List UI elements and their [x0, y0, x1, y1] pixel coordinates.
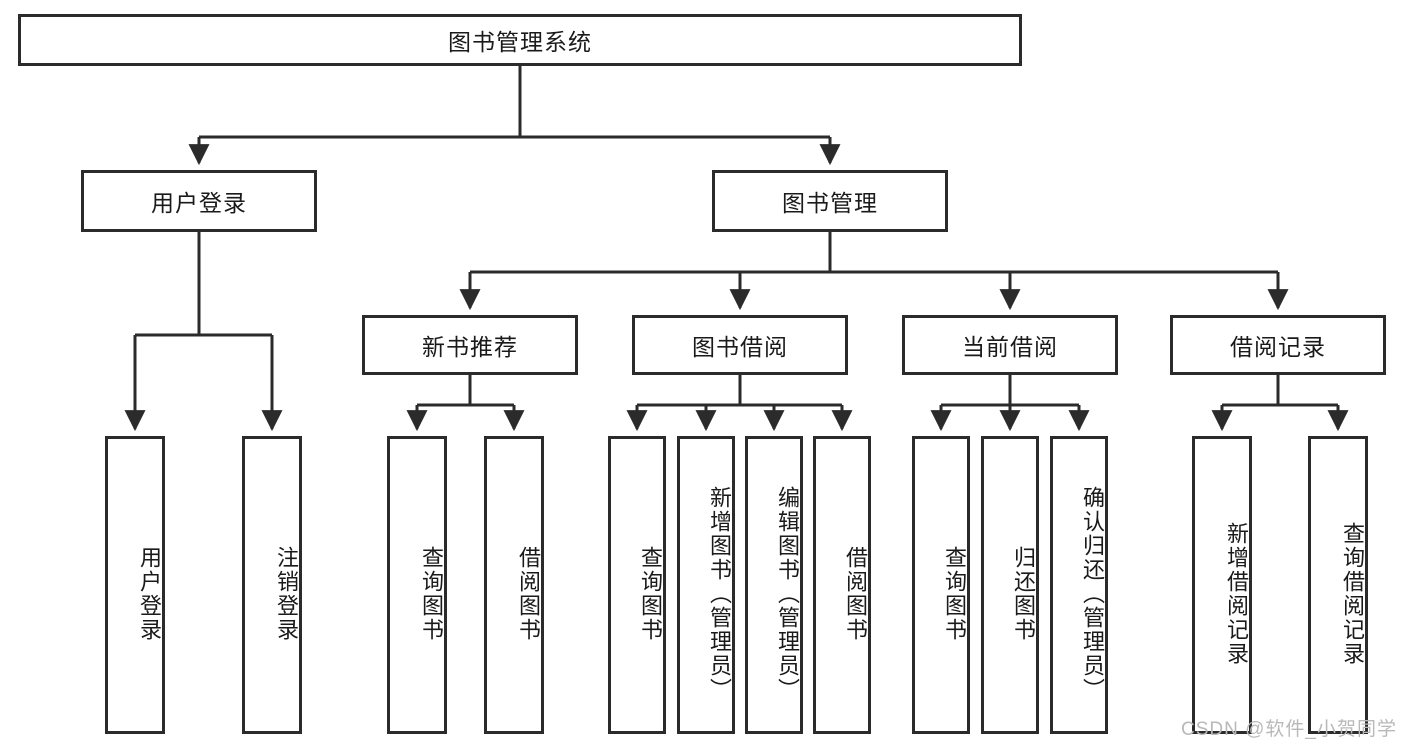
node-leaf-query-book-3[interactable]: 查询图书 [912, 436, 970, 734]
node-borrow-record[interactable]: 借阅记录 [1170, 315, 1386, 375]
node-current-borrow[interactable]: 当前借阅 [902, 315, 1118, 375]
watermark: CSDN @软件_小贺同学 [1181, 719, 1397, 740]
node-book-borrow[interactable]: 图书借阅 [632, 315, 848, 375]
node-new-book-rec[interactable]: 新书推荐 [362, 315, 578, 375]
node-leaf-return-book[interactable]: 归还图书 [981, 436, 1039, 734]
node-leaf-logout[interactable]: 注销登录 [242, 436, 302, 734]
node-user-login[interactable]: 用户登录 [81, 170, 317, 232]
node-leaf-add-book[interactable]: 新增图书（管理员） [677, 436, 735, 734]
node-book-admin[interactable]: 图书管理 [712, 170, 948, 232]
node-leaf-borrow-book-1[interactable]: 借阅图书 [484, 436, 544, 734]
node-leaf-query-book-1[interactable]: 查询图书 [387, 436, 447, 734]
node-leaf-edit-book[interactable]: 编辑图书（管理员） [745, 436, 803, 734]
node-leaf-query-record[interactable]: 查询借阅记录 [1308, 436, 1368, 734]
node-leaf-query-book-2[interactable]: 查询图书 [608, 436, 666, 734]
node-root[interactable]: 图书管理系统 [18, 14, 1022, 66]
node-leaf-user-login[interactable]: 用户登录 [105, 436, 165, 734]
node-leaf-confirm-return[interactable]: 确认归还（管理员） [1050, 436, 1108, 734]
node-leaf-borrow-book-2[interactable]: 借阅图书 [813, 436, 871, 734]
node-leaf-add-record[interactable]: 新增借阅记录 [1192, 436, 1252, 734]
